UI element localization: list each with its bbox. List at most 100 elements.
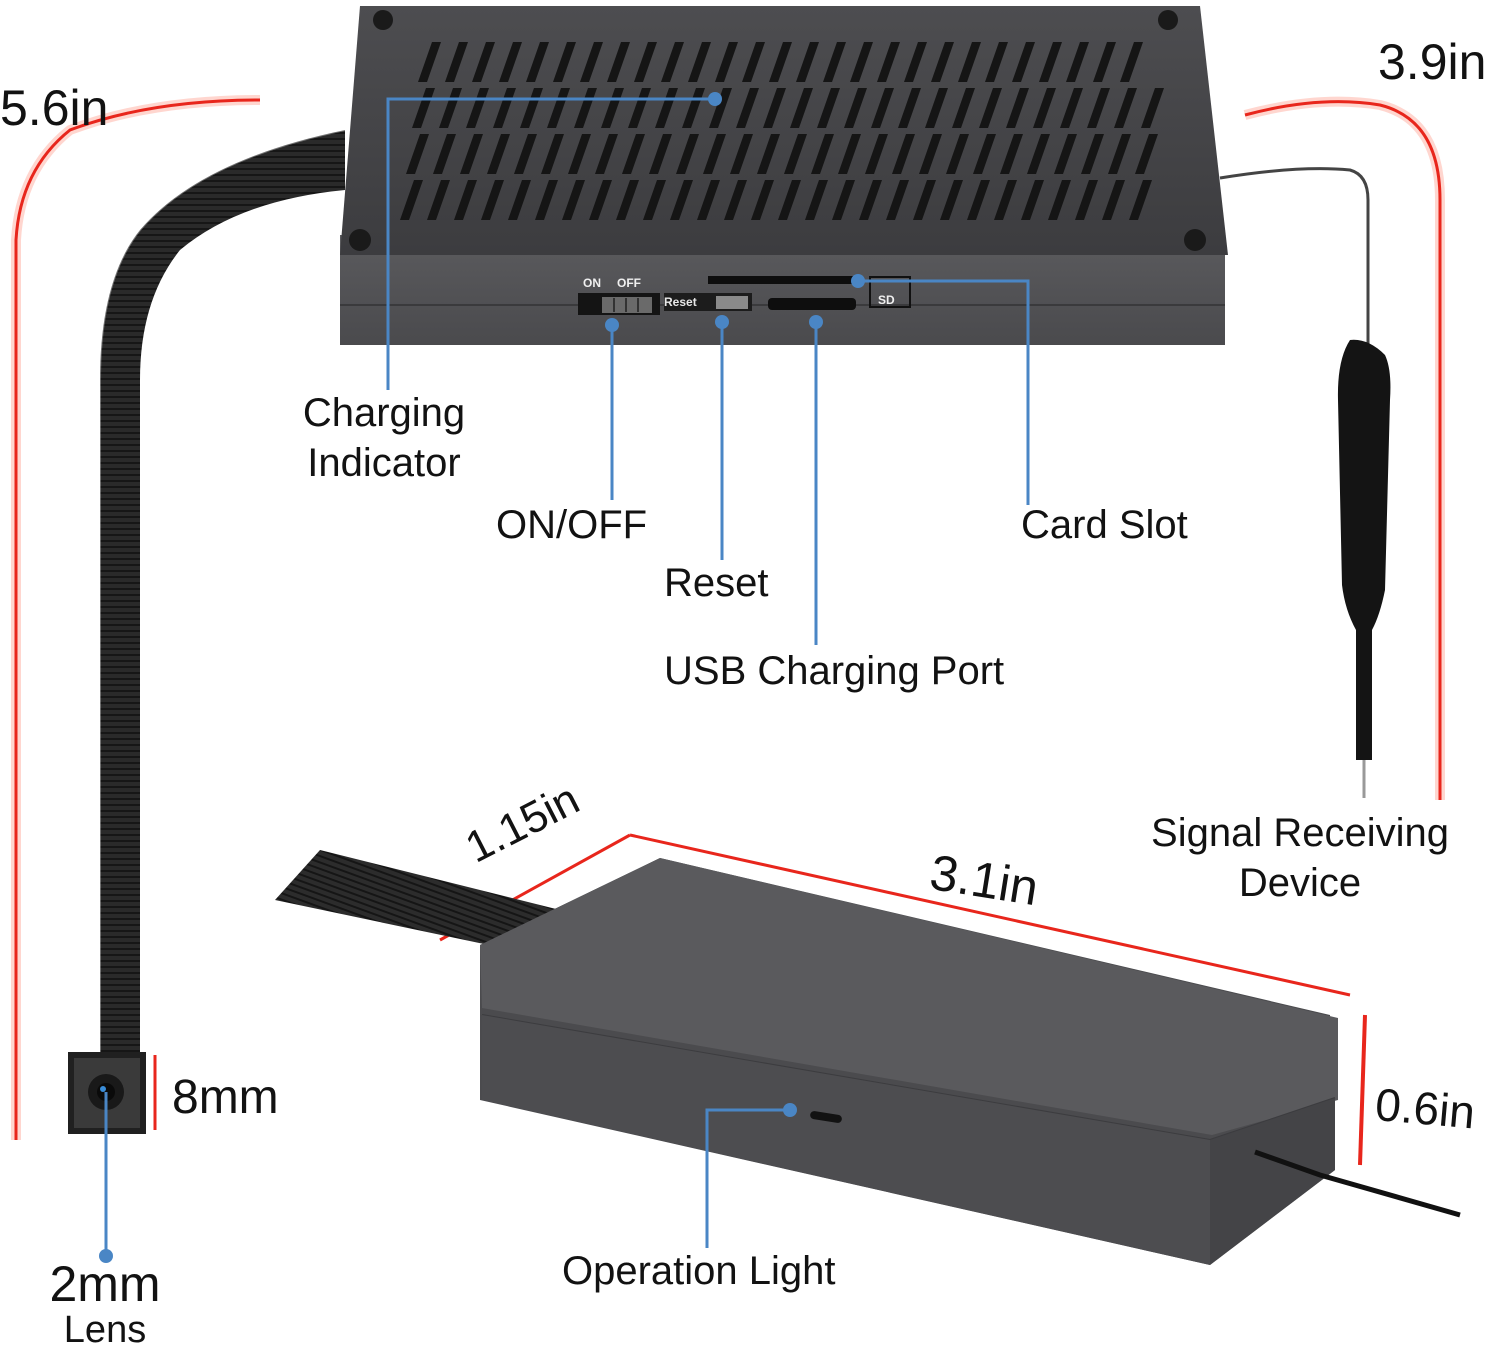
vent-slot	[400, 180, 423, 220]
callout-dots	[99, 92, 865, 1263]
vent-slot	[919, 134, 942, 174]
vent-slot	[898, 88, 921, 128]
vent-slot	[616, 180, 639, 220]
vent-slot	[1135, 134, 1158, 174]
vent-slot	[1066, 42, 1089, 82]
lens-label: 2mm Lens	[49, 1256, 161, 1351]
vent-slot	[562, 180, 585, 220]
antenna	[1219, 167, 1391, 798]
operation-light-leader	[705, 1108, 790, 1248]
vent-slot	[865, 134, 888, 174]
reset-marking: Reset	[664, 295, 697, 309]
vent-slot	[796, 42, 819, 82]
vent-slot	[1000, 134, 1023, 174]
vent-slot	[508, 180, 531, 220]
vent-slot	[823, 42, 846, 82]
vent-slot	[877, 42, 900, 82]
vent-slot	[433, 134, 456, 174]
vent-slot	[1012, 42, 1035, 82]
sd-card-slot	[708, 276, 858, 284]
vent-slot	[763, 88, 786, 128]
vent-slot	[1129, 180, 1152, 220]
vent-slot	[487, 134, 510, 174]
vent-slot	[526, 42, 549, 82]
vent-slot	[805, 180, 828, 220]
top-device: ON OFF Reset SD	[340, 6, 1228, 345]
vent-slot	[1081, 134, 1104, 174]
vent-slot	[979, 88, 1002, 128]
vent-slot	[472, 42, 495, 82]
vent-slot	[886, 180, 909, 220]
vent-slot	[940, 180, 963, 220]
vent-slot	[967, 180, 990, 220]
vent-slot	[445, 42, 468, 82]
measurement-lines	[11, 95, 1445, 1166]
vent-slot	[1108, 134, 1131, 174]
vent-slot	[946, 134, 969, 174]
vent-slot	[709, 88, 732, 128]
vent-slot	[418, 42, 441, 82]
vent-slot	[952, 88, 975, 128]
vent-slot	[973, 134, 996, 174]
vent-slot	[1120, 42, 1143, 82]
reset-label: Reset	[664, 561, 769, 605]
vent-slot	[1006, 88, 1029, 128]
lens-size-label: 8mm	[172, 1071, 279, 1124]
vent-slot	[859, 180, 882, 220]
usb-port-label: USB Charging Port	[664, 649, 1005, 693]
ribbon-cable	[100, 130, 345, 1055]
bottom-cable	[1254, 1149, 1461, 1218]
vent-slot	[553, 42, 576, 82]
signal-device-label: Signal Receiving Device	[1151, 811, 1449, 905]
vent-slot	[724, 180, 747, 220]
vent-slot	[1021, 180, 1044, 220]
vent-slot	[1039, 42, 1062, 82]
vent-slot	[790, 88, 813, 128]
card-slot-label: Card Slot	[1021, 503, 1188, 547]
vent-slot	[427, 180, 450, 220]
vent-slot	[1141, 88, 1164, 128]
vent-slot	[994, 180, 1017, 220]
vent-slot	[670, 180, 693, 220]
vent-slot	[1054, 134, 1077, 174]
vent-slot	[844, 88, 867, 128]
vent-slot	[925, 88, 948, 128]
vent-slot	[589, 180, 612, 220]
vent-slot	[541, 134, 564, 174]
switch-off-marking: OFF	[617, 276, 641, 290]
vent-slot	[742, 42, 765, 82]
vent-slot	[715, 42, 738, 82]
vent-slot	[580, 42, 603, 82]
callout-lines	[104, 97, 1030, 1256]
vent-slot	[871, 88, 894, 128]
vent-slot	[661, 42, 684, 82]
vent-slot	[751, 180, 774, 220]
charging-indicator-label: Charging Indicator	[302, 391, 466, 485]
vent-slot	[730, 134, 753, 174]
vent-slot	[697, 180, 720, 220]
vent-slot	[676, 134, 699, 174]
vent-slot	[634, 42, 657, 82]
switch-on-marking: ON	[583, 276, 601, 290]
vent-slot	[784, 134, 807, 174]
vent-slot	[811, 134, 834, 174]
card-slot-leader	[858, 279, 1030, 505]
vent-slot	[1033, 88, 1056, 128]
charging-indicator-leader	[386, 97, 715, 390]
vent-slot	[817, 88, 840, 128]
vent-slot	[499, 42, 522, 82]
vent-slot	[913, 180, 936, 220]
vent-slot	[904, 42, 927, 82]
vent-slot	[1093, 42, 1116, 82]
vent-slot	[958, 42, 981, 82]
vent-slot	[1102, 180, 1125, 220]
vent-slot	[406, 134, 429, 174]
vent-slot	[514, 134, 537, 174]
vent-slot	[1027, 134, 1050, 174]
vent-slot	[454, 180, 477, 220]
operation-led	[810, 1111, 842, 1123]
vent-slot	[736, 88, 759, 128]
vent-slot	[595, 134, 618, 174]
vent-slot	[1075, 180, 1098, 220]
